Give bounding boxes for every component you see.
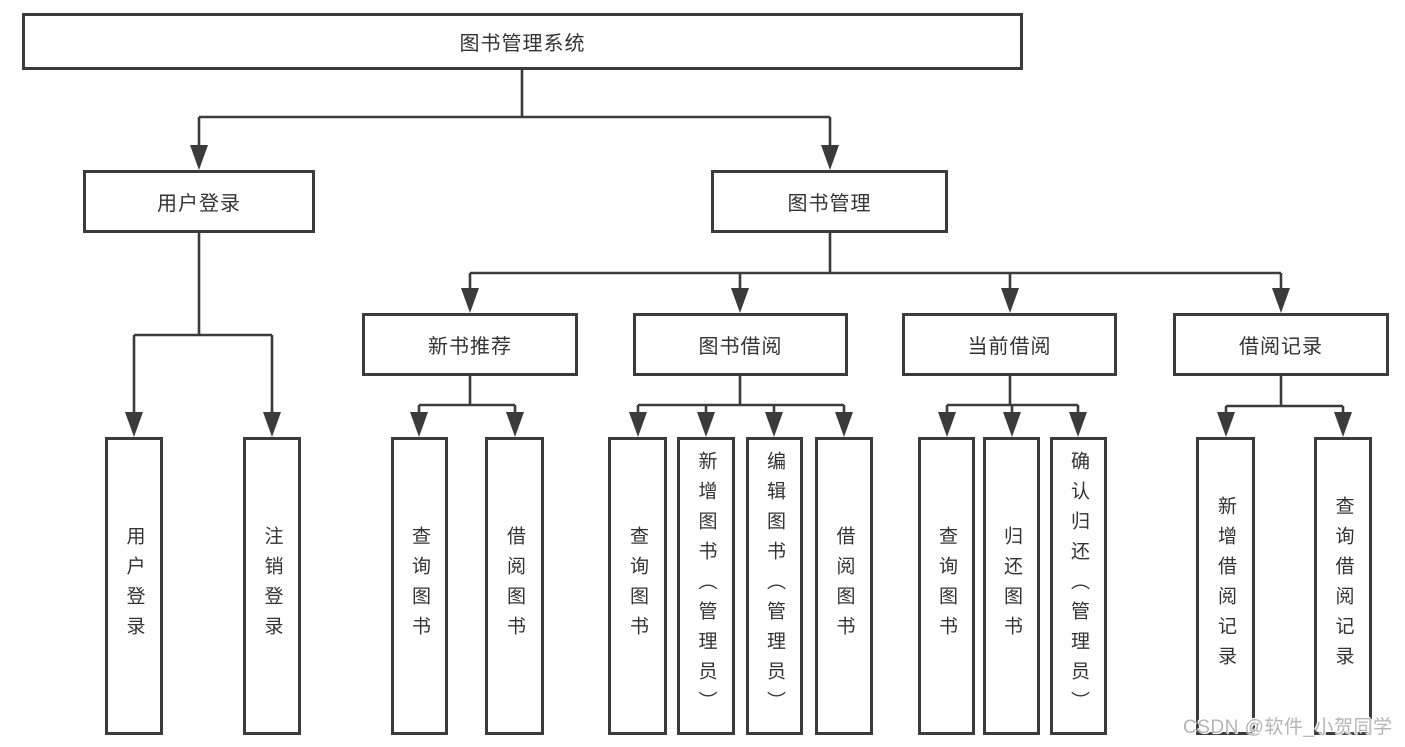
leaf-label: 注销登录	[261, 526, 283, 646]
leaf-label: 编辑图书（管理员）	[764, 451, 785, 721]
node-book-management: 图书管理	[711, 170, 948, 233]
connector-root-to-level2	[197, 70, 832, 146]
connector-records-to-leaves	[1224, 376, 1345, 413]
csdn-watermark: CSDN @软件_小贺同学	[1183, 717, 1393, 738]
node-new-book-recommend: 新书推荐	[362, 313, 578, 376]
node-label: 当前借阅	[967, 336, 1052, 358]
leaf-label: 新增图书（管理员）	[695, 451, 717, 721]
arrowheads	[125, 145, 1352, 437]
node-borrow-records: 借阅记录	[1173, 313, 1389, 376]
leaf-label: 借阅图书	[504, 526, 525, 646]
leaf-label: 确认归还（管理员）	[1068, 451, 1089, 721]
connector-borrow-to-leaves	[636, 376, 846, 413]
leaf-logout: 注销登录	[243, 437, 301, 735]
leaf-add-borrow-record: 新增借阅记录	[1196, 437, 1255, 735]
node-label: 新书推荐	[428, 336, 512, 358]
leaf-label: 查询图书	[409, 526, 430, 646]
leaf-label: 新增借阅记录	[1215, 496, 1236, 676]
node-label: 图书管理	[787, 193, 872, 215]
leaf-edit-books-admin: 编辑图书（管理员）	[746, 437, 803, 735]
leaf-label: 查询借阅记录	[1332, 496, 1354, 676]
leaf-query-borrow-record: 查询借阅记录	[1314, 437, 1372, 735]
leaf-confirm-return-admin: 确认归还（管理员）	[1050, 437, 1107, 735]
node-label: 借阅记录	[1239, 336, 1323, 358]
connector-mgmt-to-level3	[468, 233, 1283, 289]
leaf-label: 借阅图书	[833, 526, 855, 646]
node-current-borrow: 当前借阅	[902, 313, 1117, 376]
leaf-label: 归还图书	[1001, 526, 1022, 646]
leaf-user-login: 用户登录	[105, 437, 163, 735]
leaf-query-books-borrow: 查询图书	[608, 437, 667, 735]
connector-newbook-to-leaves	[417, 376, 517, 413]
leaf-label: 用户登录	[123, 526, 145, 646]
node-label: 图书借阅	[698, 336, 783, 358]
leaf-query-books-recommend: 查询图书	[391, 437, 448, 735]
node-label: 图书管理系统	[459, 33, 586, 55]
leaf-label: 查询图书	[627, 526, 648, 646]
leaf-borrow-books: 借阅图书	[815, 437, 873, 735]
leaf-label: 查询图书	[936, 526, 957, 646]
leaf-query-books-current: 查询图书	[918, 437, 975, 735]
connector-current-to-leaves	[945, 376, 1080, 413]
connector-login-to-leaves	[132, 233, 274, 413]
leaf-add-books-admin: 新增图书（管理员）	[677, 437, 735, 735]
leaf-borrow-books-recommend: 借阅图书	[485, 437, 544, 735]
node-user-login: 用户登录	[83, 170, 315, 233]
node-label: 用户登录	[157, 193, 241, 215]
node-book-borrow: 图书借阅	[633, 313, 848, 376]
leaf-return-books: 归还图书	[983, 437, 1040, 735]
node-library-system: 图书管理系统	[22, 13, 1023, 70]
